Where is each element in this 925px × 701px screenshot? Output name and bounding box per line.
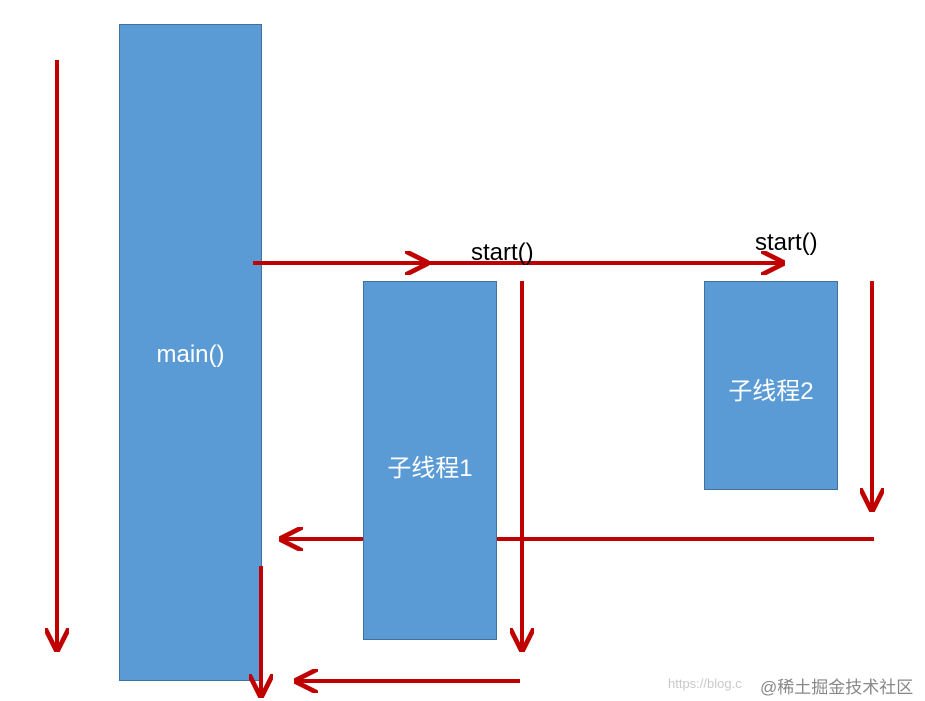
watermark-url: https://blog.c xyxy=(668,676,742,691)
thread2-box: 子线程2 xyxy=(704,281,838,490)
watermark-brand: @稀土掘金技术社区 xyxy=(760,678,914,697)
start-call-label-1: start() xyxy=(471,239,534,266)
main-thread-box: main() xyxy=(119,24,262,681)
thread1-box: 子线程1 xyxy=(363,281,497,640)
thread1-label: 子线程1 xyxy=(387,455,473,482)
start-call-label-2: start() xyxy=(755,229,818,256)
main-thread-label: main() xyxy=(156,341,225,368)
thread2-label: 子线程2 xyxy=(728,378,814,405)
